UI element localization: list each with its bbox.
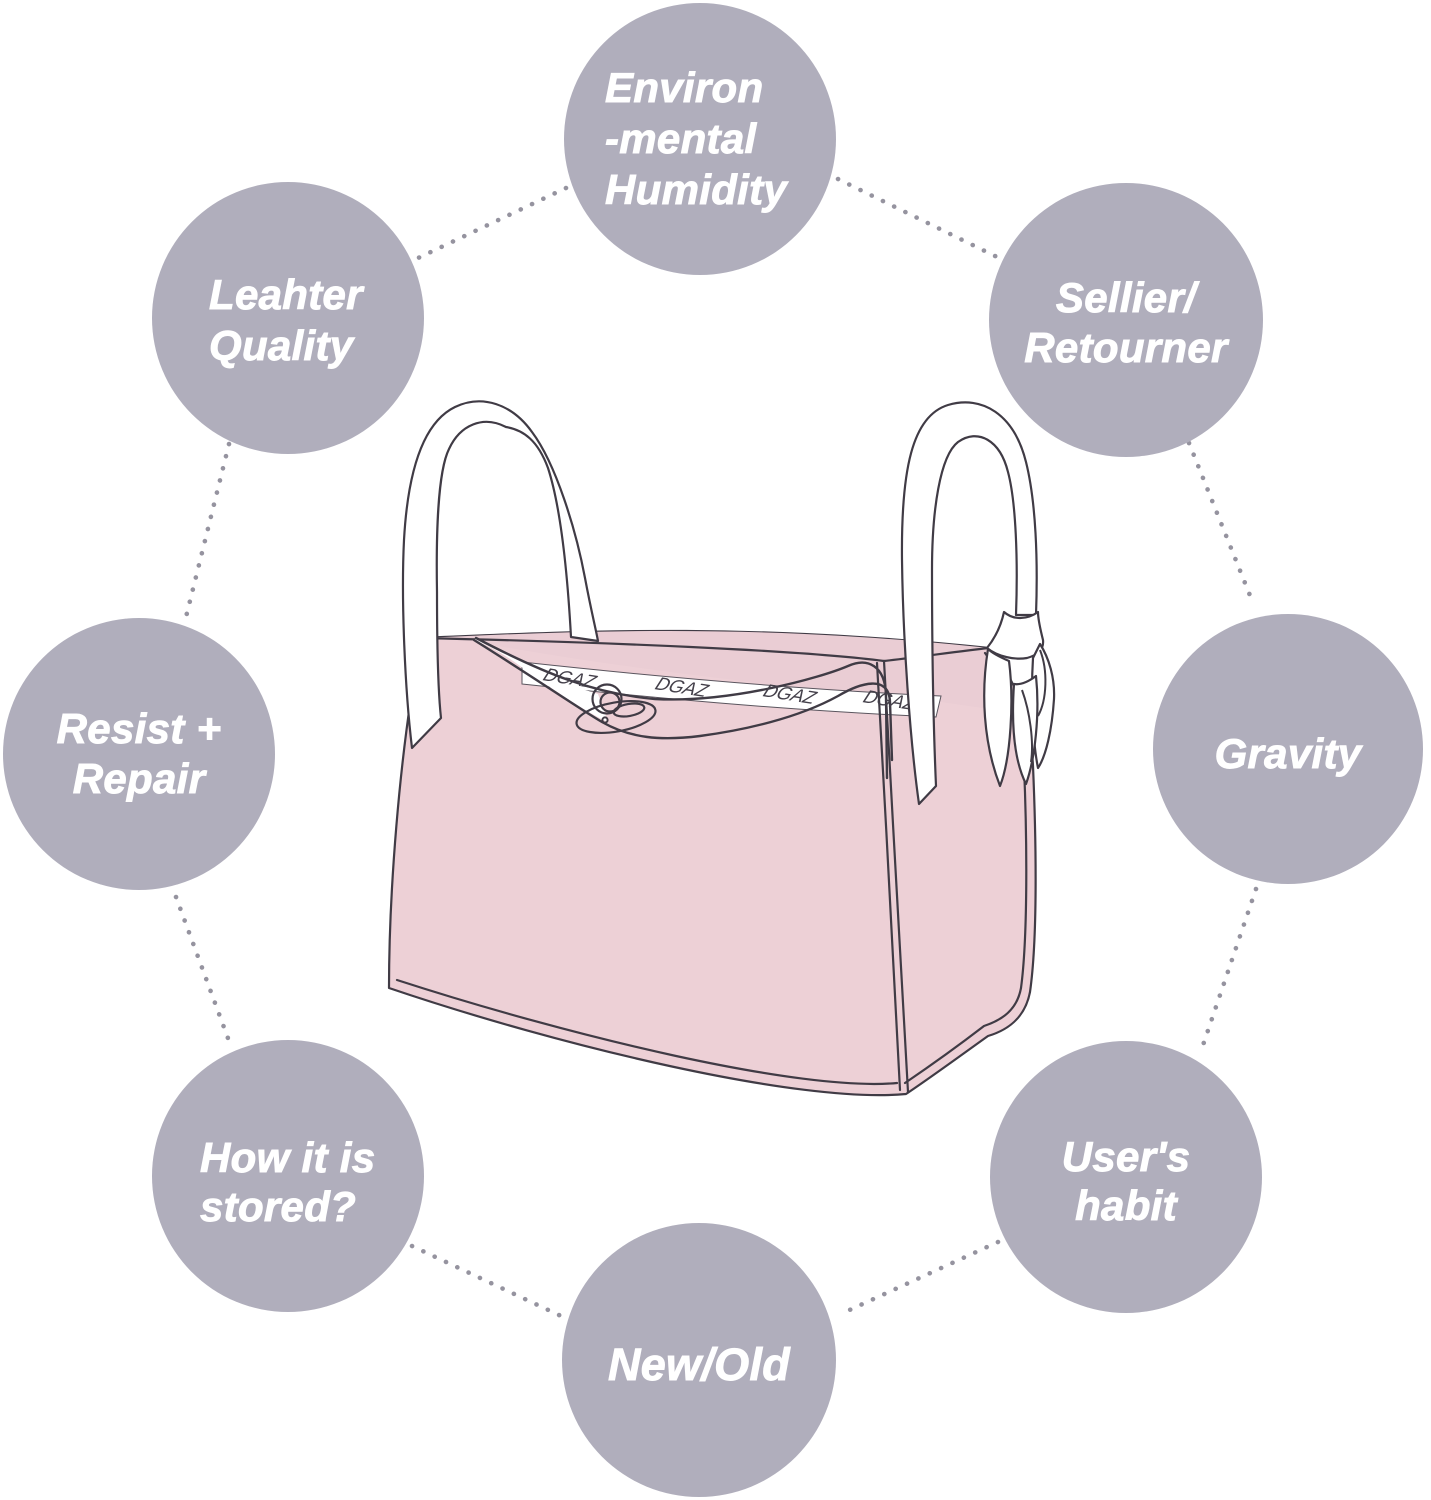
svg-text:Gravity: Gravity — [1215, 730, 1364, 777]
svg-text:User's: User's — [1062, 1133, 1191, 1180]
svg-text:Leahter: Leahter — [209, 271, 365, 318]
svg-text:Sellier/: Sellier/ — [1056, 274, 1200, 321]
svg-text:Repair: Repair — [73, 755, 208, 802]
svg-text:How it is: How it is — [200, 1134, 375, 1181]
svg-text:habit: habit — [1075, 1182, 1179, 1229]
svg-text:Resist +: Resist + — [57, 705, 222, 752]
svg-text:stored?: stored? — [200, 1183, 356, 1230]
svg-text:New/Old: New/Old — [608, 1339, 791, 1390]
svg-text:Retourner: Retourner — [1024, 324, 1230, 371]
svg-text:-mental: -mental — [605, 115, 757, 162]
svg-text:Environ: Environ — [605, 64, 763, 111]
svg-text:Quality: Quality — [209, 322, 356, 370]
svg-text:Humidity: Humidity — [605, 166, 789, 213]
